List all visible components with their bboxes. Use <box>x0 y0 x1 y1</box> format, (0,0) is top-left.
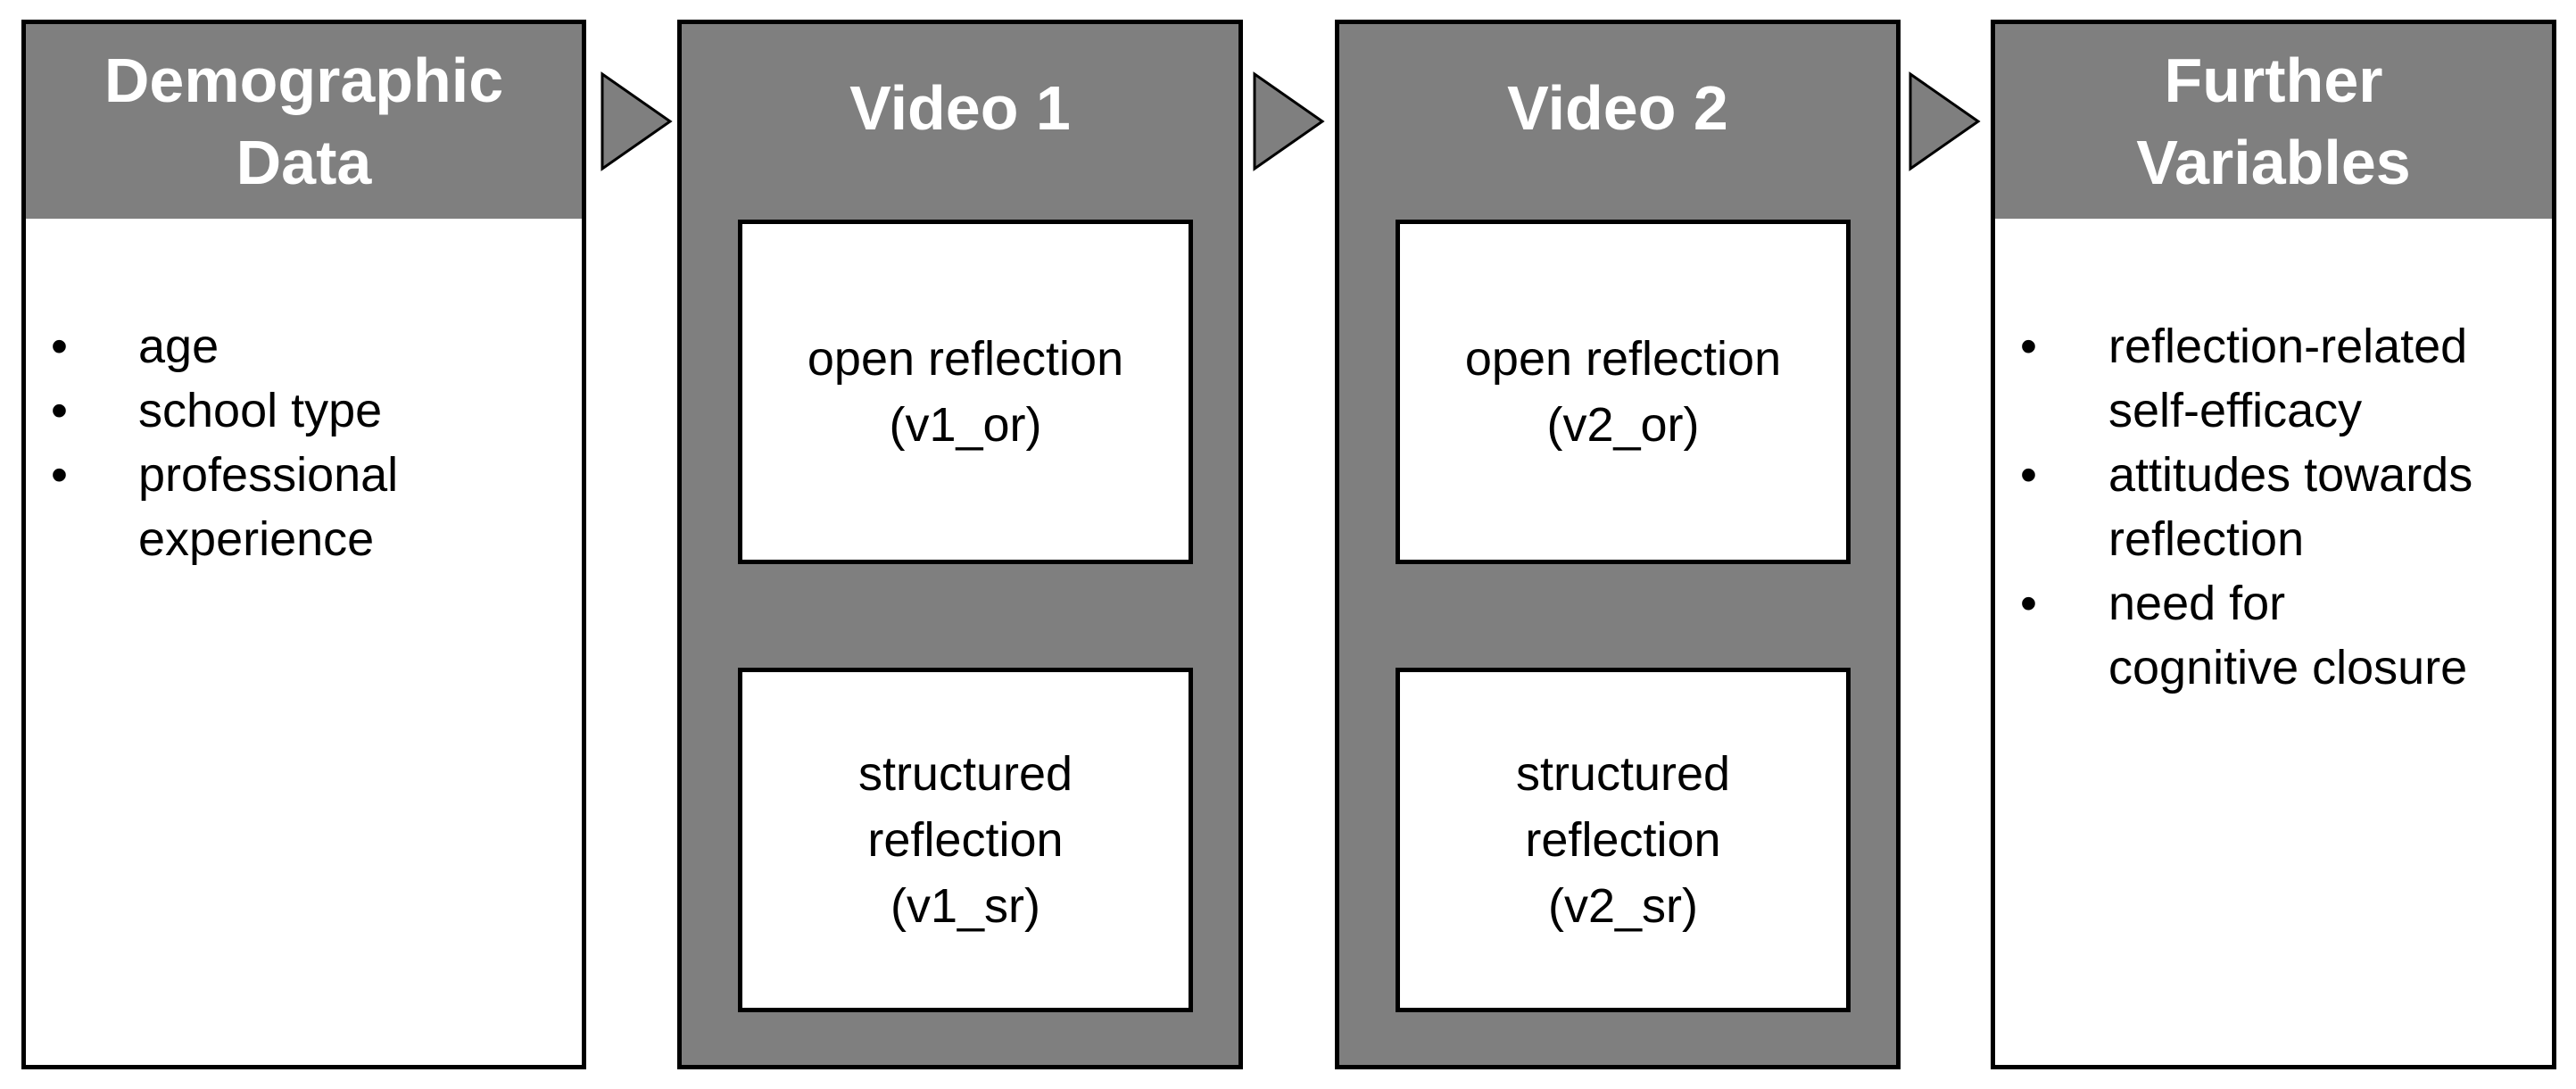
list-item: • need for cognitive closure <box>1995 571 2552 700</box>
demographic-data-header: Demographic Data <box>26 24 582 219</box>
demographic-data-panel: Demographic Data • age • school type • p… <box>21 20 586 1069</box>
list-item: • professional experience <box>26 443 582 571</box>
structured-reflection-box: structured reflection (v1_sr) <box>738 668 1193 1012</box>
video-1-title: Video 1 <box>849 73 1071 143</box>
bullet-icon: • <box>51 448 68 502</box>
list-item-text: need for cognitive closure <box>2108 577 2468 694</box>
list-item-text: school type <box>138 384 383 437</box>
bullet-icon: • <box>51 384 68 437</box>
arrow-3-icon <box>1909 71 1981 171</box>
list-item: • school type <box>26 378 582 443</box>
bullet-icon: • <box>51 320 68 373</box>
structured-reflection-label: structured reflection (v2_sr) <box>1515 747 1731 933</box>
list-item-text: reflection-related self-efficacy <box>2108 320 2468 437</box>
list-item-text: attitudes towards reflection <box>2108 448 2473 566</box>
arrow-2-icon <box>1253 71 1325 171</box>
arrow-1-icon <box>601 71 673 171</box>
bullet-icon: • <box>2020 577 2037 630</box>
list-item-text: professional experience <box>138 448 399 566</box>
demographic-data-list: • age • school type • professional exper… <box>26 314 582 571</box>
demographic-data-title: Demographic Data <box>104 46 504 197</box>
open-reflection-box: open reflection (v1_or) <box>738 220 1193 564</box>
further-variables-list: • reflection-related self-efficacy • att… <box>1995 314 2552 700</box>
further-variables-title: Further Variables <box>2136 46 2411 197</box>
list-item: • reflection-related self-efficacy <box>1995 314 2552 443</box>
video-1-panel: Video 1 open reflection (v1_or) structur… <box>677 20 1243 1069</box>
open-reflection-label: open reflection (v1_or) <box>807 332 1124 452</box>
video-2-title: Video 2 <box>1507 73 1728 143</box>
structured-reflection-label: structured reflection (v1_sr) <box>857 747 1073 933</box>
list-item-text: age <box>138 320 219 373</box>
open-reflection-label: open reflection (v2_or) <box>1464 332 1782 452</box>
further-variables-panel: Further Variables • reflection-related s… <box>1991 20 2556 1069</box>
bullet-icon: • <box>2020 448 2037 502</box>
video-2-panel: Video 2 open reflection (v2_or) structur… <box>1335 20 1901 1069</box>
list-item: • age <box>26 314 582 378</box>
open-reflection-box: open reflection (v2_or) <box>1396 220 1851 564</box>
structured-reflection-box: structured reflection (v2_sr) <box>1396 668 1851 1012</box>
further-variables-header: Further Variables <box>1995 24 2552 219</box>
bullet-icon: • <box>2020 320 2037 373</box>
list-item: • attitudes towards reflection <box>1995 443 2552 571</box>
